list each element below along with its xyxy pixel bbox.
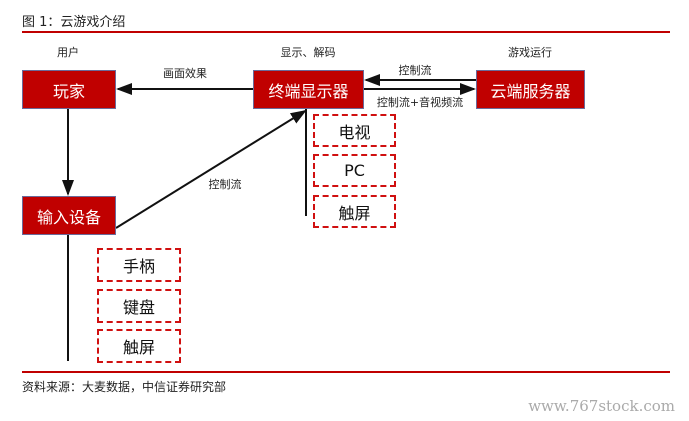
bottom-divider [22, 371, 670, 373]
cloud-server-box: 云端服务器 [476, 70, 585, 109]
top-divider [22, 31, 670, 33]
terminal-type-touchscreen: 触屏 [313, 195, 396, 228]
input-type-gamepad: 手柄 [97, 248, 181, 282]
label-control-flow-top: 控制流 [398, 64, 432, 77]
player-box: 玩家 [22, 70, 116, 109]
terminal-type-pc: PC [313, 154, 396, 187]
label-game-run: 游戏运行 [508, 46, 552, 59]
terminal-type-tv: 电视 [313, 114, 396, 147]
watermark: www.767stock.com [528, 397, 675, 415]
figure-title: 图 1：云游戏介绍 [22, 15, 126, 30]
label-user: 用户 [57, 46, 79, 59]
source-note: 资料来源：大麦数据，中信证券研究部 [22, 380, 227, 394]
input-device-box: 输入设备 [22, 196, 116, 235]
input-type-keyboard: 键盘 [97, 289, 181, 323]
label-picture-effect: 画面效果 [163, 67, 207, 80]
label-control-flow-diag: 控制流 [208, 178, 242, 191]
input-type-touchscreen: 触屏 [97, 329, 181, 363]
label-control-av-flow: 控制流+音视频流 [376, 96, 464, 109]
label-display-decode: 显示、解码 [280, 46, 336, 59]
terminal-display-box: 终端显示器 [253, 70, 364, 109]
arrow-input-to-terminal [115, 109, 307, 229]
